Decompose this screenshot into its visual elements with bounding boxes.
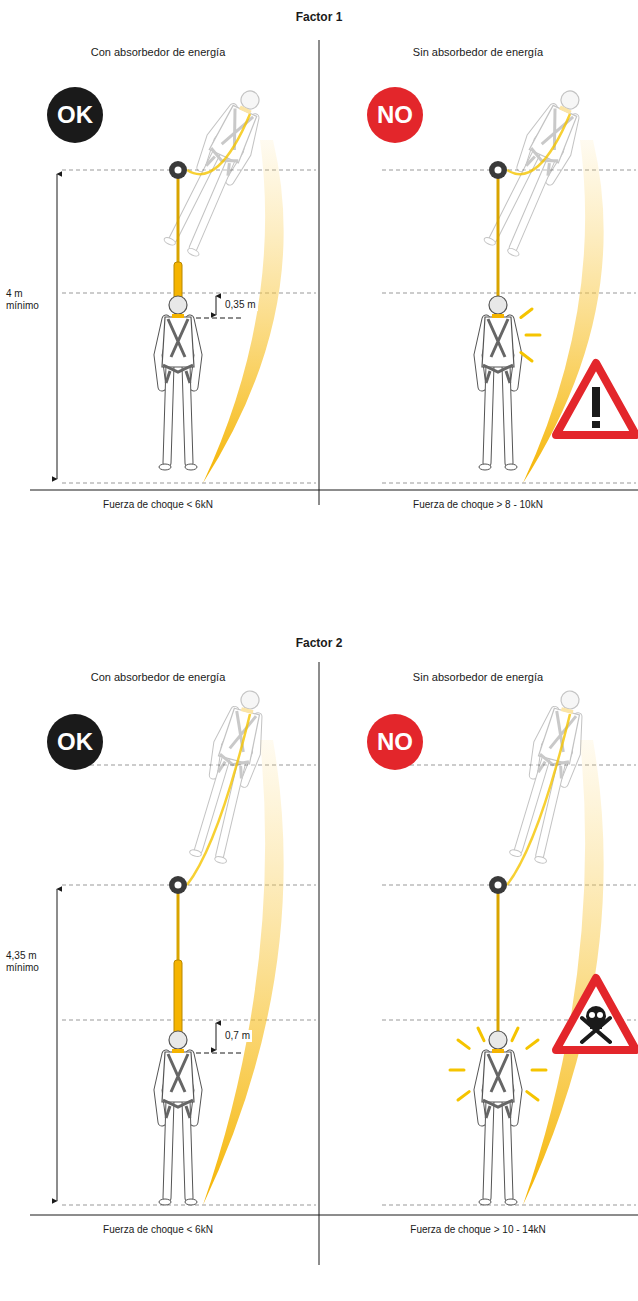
panel-divider [319, 662, 320, 1265]
dimension-line [216, 1023, 217, 1050]
falling-worker [188, 686, 272, 864]
hanging-worker [158, 296, 198, 470]
warning-sign [556, 978, 636, 1050]
anchor-ring [489, 161, 507, 179]
panel-divider [319, 40, 320, 505]
level-dash [62, 765, 316, 766]
anchor-hole [175, 167, 182, 174]
dimension-line [57, 889, 58, 1201]
dimension-line [57, 174, 58, 479]
status-text: NO [377, 103, 413, 127]
factor-section [30, 40, 638, 505]
force-label: Fuerza de choque < 6kN [103, 1224, 213, 1236]
dimension-label: 0,35 m [223, 299, 258, 311]
force-label: Fuerza de choque > 10 - 14kN [410, 1224, 545, 1236]
falling-worker [508, 686, 592, 864]
status-text: OK [57, 103, 93, 127]
panel-heading: Sin absorbedor de energía [413, 671, 543, 684]
dimension-label: 4,35 m mínimo [4, 950, 50, 974]
ground-line [30, 490, 638, 491]
lanyard [497, 893, 500, 1053]
falling-lanyard [507, 714, 570, 885]
falling-lanyard [187, 714, 250, 885]
impact-ray [532, 1069, 546, 1072]
force-label: Fuerza de choque > 8 - 10kN [413, 499, 543, 511]
panel-heading: Sin absorbedor de energía [413, 46, 543, 59]
panel-heading: Con absorbedor de energía [91, 46, 226, 59]
impact-ray [527, 1040, 538, 1048]
anchor-hole [495, 167, 502, 174]
panel-heading: Con absorbedor de energía [91, 671, 226, 684]
level-dash [188, 318, 244, 319]
hanging-worker [158, 1031, 198, 1205]
status-text: NO [377, 730, 413, 754]
anchor-ring [489, 876, 507, 894]
impact-ray [458, 1040, 469, 1048]
hanging-worker [478, 1031, 518, 1205]
impact-ray [521, 309, 532, 318]
impact-ray [458, 1092, 469, 1100]
falling-lanyard [507, 114, 570, 174]
force-label: Fuerza de choque < 6kN [103, 499, 213, 511]
hanging-worker [478, 296, 518, 470]
impact-ray [450, 1069, 464, 1072]
status-badge: NO [367, 87, 423, 143]
anchor-hole [495, 882, 502, 889]
impact-ray [526, 334, 540, 337]
level-dash [62, 483, 316, 484]
falling-figure [508, 686, 592, 864]
ground-line [30, 1215, 638, 1216]
status-badge: NO [367, 714, 423, 770]
impact-ray [512, 1028, 518, 1041]
warning-sign [556, 363, 636, 435]
level-dash [62, 1020, 316, 1021]
dimension-label: 0,7 m [223, 1030, 252, 1042]
level-dash [382, 483, 636, 484]
impact-ray [527, 1092, 538, 1100]
dimension-line [216, 296, 217, 315]
falling-lanyard [187, 114, 250, 174]
factor-section [30, 662, 638, 1265]
dimension-label: 4 m mínimo [4, 288, 50, 312]
falling-figure [188, 686, 272, 864]
impact-ray [521, 352, 532, 361]
status-badge: OK [47, 87, 103, 143]
section-title: Factor 2 [296, 636, 343, 650]
level-dash [382, 765, 636, 766]
impact-ray [478, 1028, 484, 1041]
anchor-ring [169, 876, 187, 894]
section-title: Factor 1 [296, 10, 343, 24]
status-text: OK [57, 730, 93, 754]
status-badge: OK [47, 714, 103, 770]
anchor-hole [175, 882, 182, 889]
level-dash [188, 1053, 244, 1054]
anchor-ring [169, 161, 187, 179]
